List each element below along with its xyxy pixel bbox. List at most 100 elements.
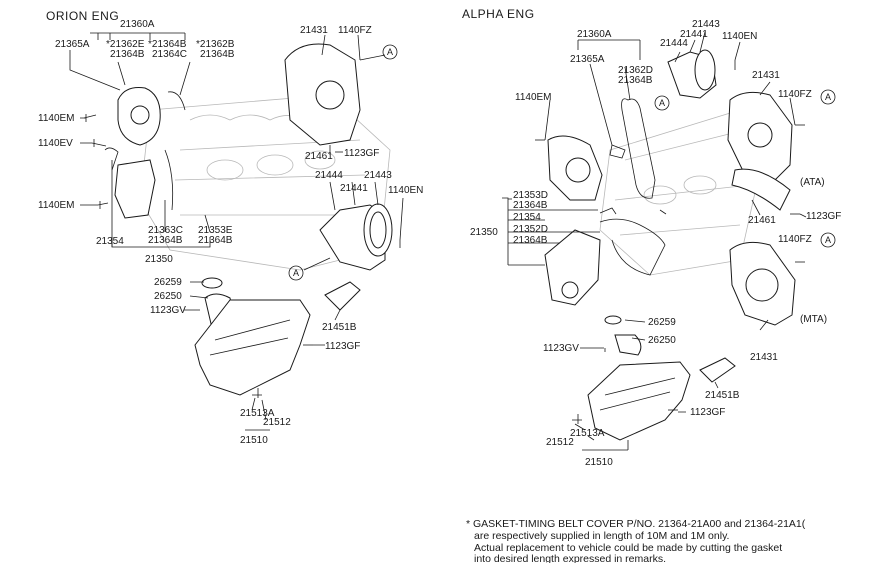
label-21444: 21444 [315,170,343,181]
alpha-ref-a-2-letter: A [825,92,831,102]
label-21364b-4: 21364B [148,235,183,246]
label-21350: 21350 [145,254,173,265]
orion-oil-pipe-bracket[interactable] [324,281,361,311]
label-21362e: *21362E [106,39,145,50]
label-1123gf: 1123GF [344,148,379,159]
alpha-ref-a-1-letter: A [659,98,665,108]
alpha-cover-21461[interactable] [731,168,791,211]
footnote-line-3: Actual replacement to vehicle could be m… [474,542,782,554]
alpha-oil-pipe-bracket[interactable] [699,357,736,383]
label-a-mta: (MTA) [800,314,827,325]
footnote-line-1: * GASKET-TIMING BELT COVER P/NO. 21364-2… [466,518,806,530]
label-a-1140fz: 1140FZ [778,89,812,100]
label-a-21350: 21350 [470,227,498,238]
orion-ref-a-2-letter: A [293,268,299,278]
label-21354: 21354 [96,236,124,247]
alpha-oil-seal [694,49,716,91]
alpha-leader-lines [502,31,807,451]
orion-part-labels: 21360A 21365A *21362E *21364B *21362B 21… [38,19,423,446]
label-21364b-3: 21364B [200,49,235,60]
orion-bolt-1140em-2 [97,201,109,209]
alpha-oil-pan-ribs [599,377,676,411]
label-a-1123gv: 1123GV [543,343,579,354]
label-1123gv: 1123GV [150,305,186,316]
label-26250: 26250 [154,291,182,302]
label-a-21364b-2: 21364B [513,200,548,211]
label-a-26250: 26250 [648,335,676,346]
label-a-21431: 21431 [752,70,780,81]
orion-strainer-gasket [201,277,223,289]
label-a-21431-2: 21431 [750,352,778,363]
label-1140en: 1140EN [388,185,423,196]
label-a-1140en: 1140EN [722,31,757,42]
label-21364b: *21364B [148,39,187,50]
label-21364c: 21364C [152,49,187,60]
label-a-21510: 21510 [585,457,613,468]
label-a-21364b: 21364B [618,75,653,86]
label-a-21352d: 21352D [513,224,548,235]
orion-oil-seal-inner [369,211,387,249]
orion-oil-pan-ribs [209,319,291,356]
alpha-seal-21354 [599,207,617,215]
alpha-part-labels: 21360A 21365A 21362D 21364B 21443 21441 … [470,19,841,468]
label-a-21444: 21444 [660,38,688,49]
orion-leader-lines [69,32,404,431]
orion-gasket-strip-2 [164,149,174,211]
orion-gasket-strip [167,91,186,111]
orion-bolt-1140fz [359,54,386,61]
footnote: * GASKET-TIMING BELT COVER P/NO. 21364-2… [466,518,806,563]
alpha-strainer-gasket [604,315,622,325]
alpha-ref-a-3 [820,232,836,248]
footnote-line-2: are respectively supplied in length of 1… [474,530,729,542]
label-a-26259: 26259 [648,317,676,328]
alpha-timing-belt [621,98,656,199]
label-1140fz: 1140FZ [338,25,372,36]
label-a-21360a: 21360A [577,29,612,40]
label-a-21362d: 21362D [618,65,653,76]
label-1140ev: 1140EV [38,138,73,149]
alpha-rear-plate-hole [747,122,773,148]
orion-oil-pan[interactable] [194,299,311,396]
footnote-line-4: into desired length expressed in remarks… [474,553,666,563]
alpha-ref-a-1 [654,95,670,111]
label-a-1140fz-2: 1140FZ [778,234,812,245]
alpha-lower-cover-hole [561,281,579,299]
label-21360a: 21360A [120,19,155,30]
label-21443: 21443 [364,170,392,181]
label-a-1123gf-2: 1123GF [690,407,725,418]
alpha-oil-pan[interactable] [587,361,691,441]
label-21362b: *21362B [196,39,235,50]
alpha-oil-strainer[interactable] [614,334,642,356]
orion-ref-a-1-letter: A [387,47,393,57]
label-21431: 21431 [300,25,328,36]
alpha-upper-cover-hole [565,157,591,183]
alpha-gasket-21352d [599,218,666,276]
alpha-pin [659,209,667,215]
orion-ref-a-2-leader [303,257,331,271]
label-21461: 21461 [305,151,333,162]
label-21441: 21441 [340,183,368,194]
label-a-21512: 21512 [546,437,574,448]
orion-lower-timing-cover[interactable] [114,159,156,219]
label-a-1123gf: 1123GF [806,211,841,222]
label-a-ata: (ATA) [800,177,825,188]
label-a-21441: 21441 [680,29,708,40]
label-21365a: 21365A [55,39,90,50]
label-21510: 21510 [240,435,268,446]
label-a-21354: 21354 [513,212,541,223]
label-21451b: 21451B [322,322,357,333]
alpha-lower-timing-cover[interactable] [544,229,601,306]
orion-ref-a-2 [288,265,304,281]
orion-ref-a-1 [382,44,398,60]
orion-bolt-1140ev [91,139,107,147]
orion-upper-cover-hole [130,105,150,125]
label-21363c: 21363C [148,225,183,236]
label-21364b-2: 21364B [110,49,145,60]
label-1140em-2: 1140EM [38,200,75,211]
label-a-21513a: 21513A [570,428,605,439]
label-1140em: 1140EM [38,113,75,124]
alpha-drain-plug [572,414,582,424]
label-21513a: 21513A [240,408,275,419]
